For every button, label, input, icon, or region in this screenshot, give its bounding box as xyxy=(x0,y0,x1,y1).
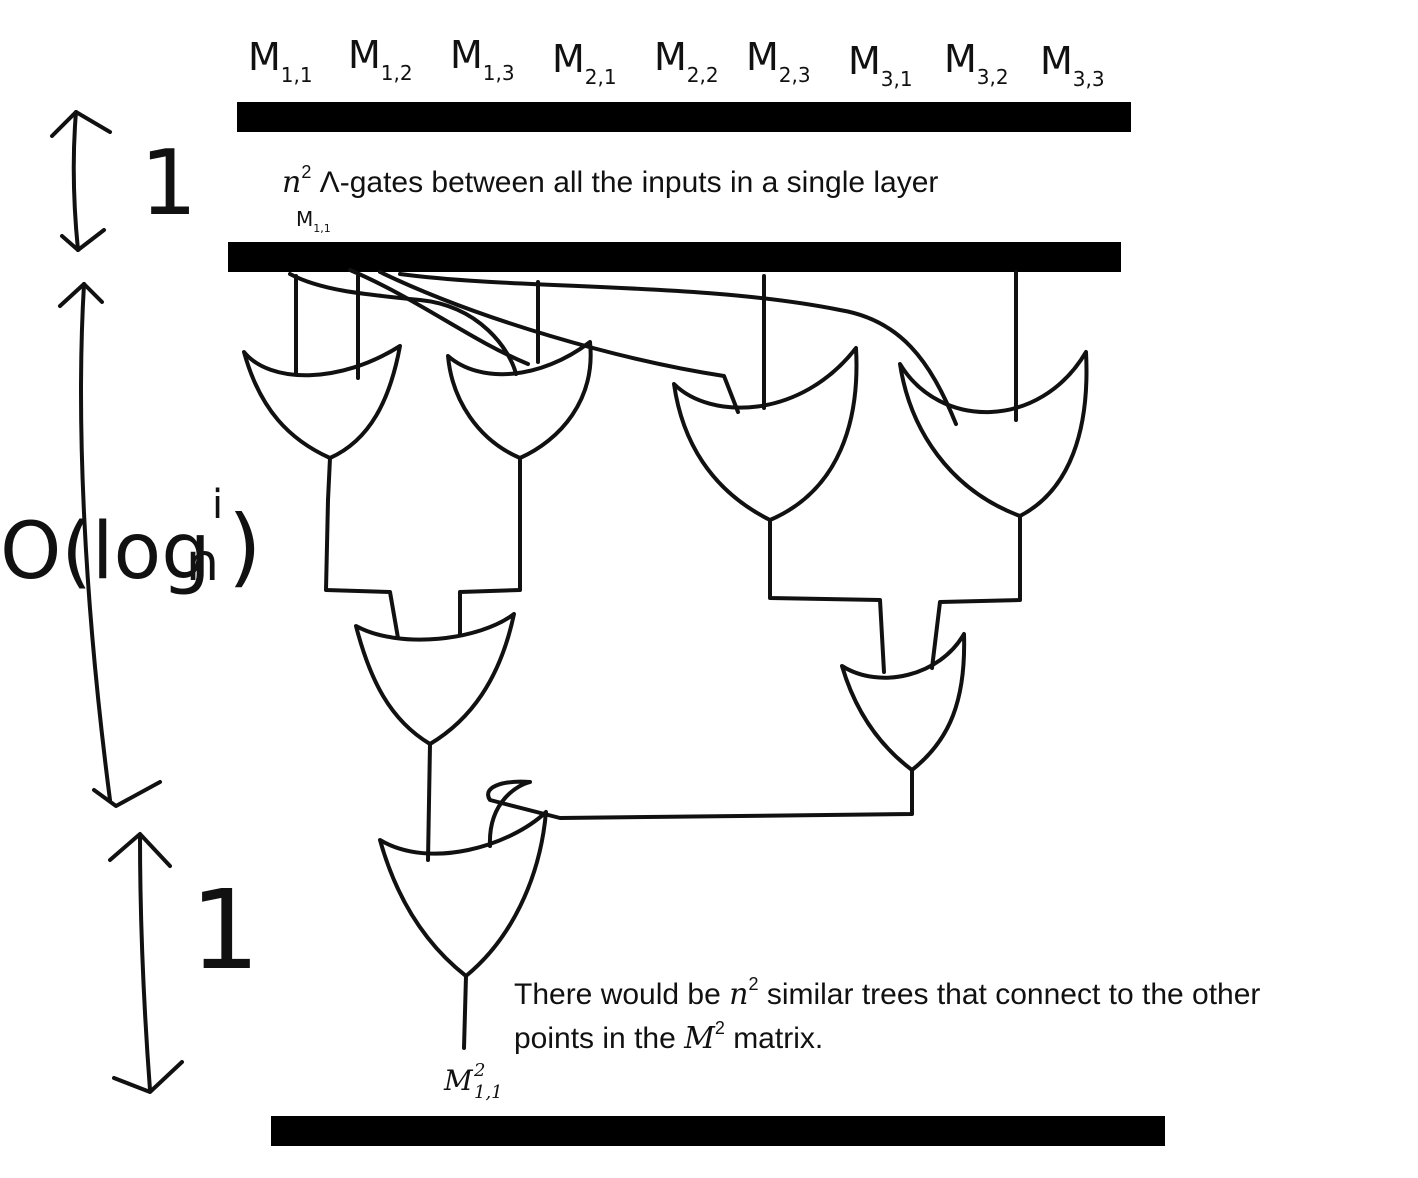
input-label-0: M1,1 xyxy=(248,35,313,87)
input-label-8: M3,3 xyxy=(1040,39,1105,91)
output-label-sub: 1,1 xyxy=(474,1082,503,1103)
layer-note-sup: 2 xyxy=(301,162,311,182)
input-label-0-sub: 1,1 xyxy=(281,63,313,87)
or-gate xyxy=(242,344,402,460)
or-gate xyxy=(898,350,1089,518)
input-label-4: M2,2 xyxy=(654,35,719,87)
or-gate xyxy=(840,632,967,772)
layer-note-var: n xyxy=(282,165,301,200)
input-label-5-base: M xyxy=(746,35,779,79)
trees-note-line2-var: M xyxy=(683,1021,716,1056)
input-label-1-base: M xyxy=(348,33,381,77)
input-label-7-base: M xyxy=(944,37,977,81)
trees-note-line1-var: n xyxy=(729,977,748,1012)
depth-label-bottom: 1 xyxy=(190,866,260,994)
trees-note-line2-prefix: points in the xyxy=(514,1022,684,1055)
or-gate xyxy=(378,810,548,978)
input-label-6-sub: 3,1 xyxy=(881,67,913,91)
output-layer-bar xyxy=(271,1116,1165,1146)
input-label-7-sub: 3,2 xyxy=(977,65,1009,89)
trees-note-line2: points in the M2 matrix. xyxy=(514,1018,823,1056)
input-label-8-base: M xyxy=(1040,39,1073,83)
output-label-sup: 2 xyxy=(473,1060,485,1081)
output-wire xyxy=(462,974,468,1050)
level2-wires xyxy=(426,742,914,862)
depth-arrow-bottom xyxy=(108,832,184,1094)
or-gate xyxy=(446,340,593,460)
input-label-5-sub: 2,3 xyxy=(779,63,811,87)
trees-note-line1-sup: 2 xyxy=(748,974,758,994)
small-input-label: M1,1 xyxy=(296,207,331,235)
input-label-1: M1,2 xyxy=(348,33,413,85)
layer-note: n2 Λ-gates between all the inputs in a s… xyxy=(282,162,938,200)
depth-label-middle-power: i xyxy=(212,482,223,528)
input-label-2-base: M xyxy=(450,33,483,77)
depth-arrow-middle xyxy=(58,282,162,808)
and-layer-bar xyxy=(228,242,1121,272)
input-label-5: M2,3 xyxy=(746,35,811,87)
depth-label-middle-close: ) xyxy=(228,497,262,597)
small-input-label-base: M xyxy=(296,207,313,231)
input-label-3-base: M xyxy=(552,37,585,81)
input-layer-bar xyxy=(237,102,1131,132)
depth-label-top: 1 xyxy=(140,131,197,236)
input-labels: M1,1 M1,2 M1,3 M2,1 M2,2 M2,3 M3,1 M3,2 … xyxy=(248,33,1105,91)
or-gate xyxy=(672,346,859,522)
input-label-2: M1,3 xyxy=(450,33,515,85)
input-label-1-sub: 1,2 xyxy=(381,61,413,85)
depth-arrow-top xyxy=(50,110,112,252)
input-label-4-base: M xyxy=(654,35,687,79)
trees-note-line2-sup: 2 xyxy=(715,1018,725,1038)
input-label-3: M2,1 xyxy=(552,37,617,89)
small-input-label-sub: 1,1 xyxy=(313,222,331,235)
depth-label-middle-main: O(log xyxy=(0,507,211,597)
input-label-3-sub: 2,1 xyxy=(585,65,617,89)
depth-label-middle-base: n xyxy=(186,533,219,593)
trees-note-line1-suffix: similar trees that connect to the other xyxy=(758,978,1260,1011)
output-label-base: M xyxy=(443,1064,474,1097)
trees-note-line1-prefix: There would be xyxy=(514,978,729,1011)
or-gate xyxy=(354,612,516,746)
layer-note-text: Λ-gates between all the inputs in a sing… xyxy=(311,166,938,199)
input-label-2-sub: 1,3 xyxy=(483,61,515,85)
trees-note-line2-suffix: matrix. xyxy=(725,1022,823,1055)
input-label-6-base: M xyxy=(848,39,881,83)
output-label: M xyxy=(443,1064,474,1097)
input-wires xyxy=(288,268,1018,426)
input-label-8-sub: 3,3 xyxy=(1073,67,1105,91)
input-label-7: M3,2 xyxy=(944,37,1009,89)
level1-wires xyxy=(324,456,1022,674)
input-label-0-base: M xyxy=(248,35,281,79)
depth-label-middle: O(log i n ) xyxy=(0,482,262,597)
input-label-4-sub: 2,2 xyxy=(687,63,719,87)
input-label-6: M3,1 xyxy=(848,39,913,91)
trees-note-line1: There would be n2 similar trees that con… xyxy=(514,974,1260,1012)
